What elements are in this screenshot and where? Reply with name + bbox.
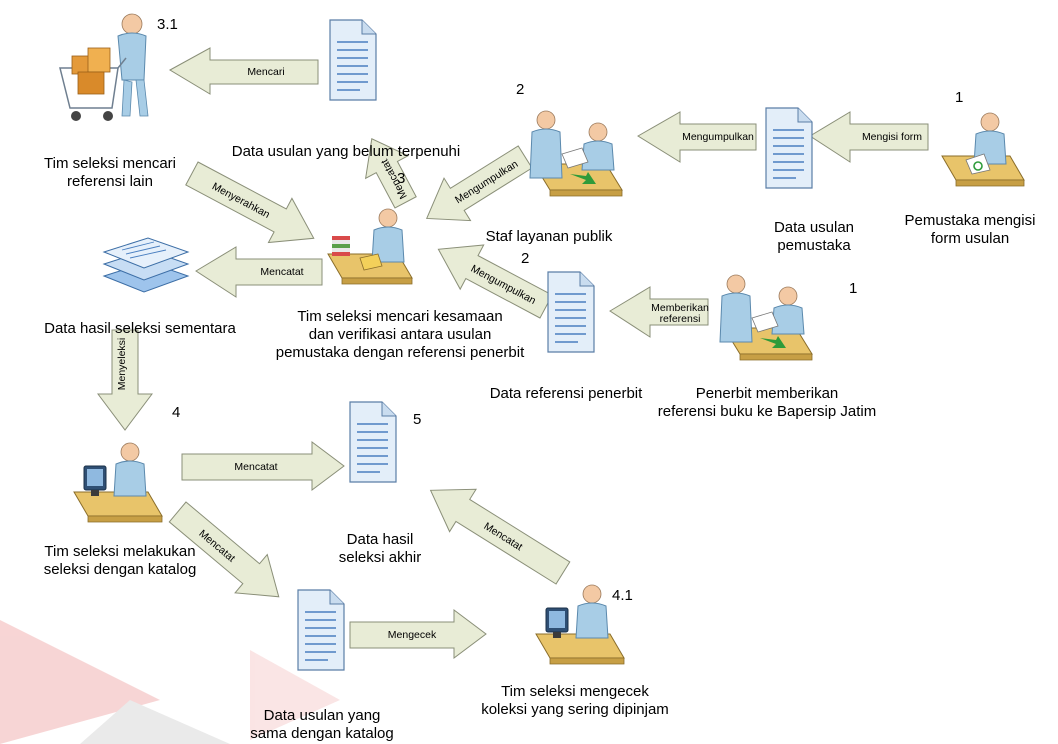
step-number-1-mid: 1 [849,280,858,297]
step-number-4-1: 4.1 [612,587,633,604]
arrow-menyeleksi: Menyeleksi [97,329,153,431]
arrow-memberikan-referensi: Memberikan referensi [609,286,709,338]
watermark-logo [0,620,340,744]
arrow-mengecek-label: Mengecek [388,629,437,641]
arrow-mencatat-up-left: Mencatat [429,488,571,585]
arrow-mengecek: Mengecek [349,609,487,659]
document-icon-usulan-pemustaka [765,107,813,189]
writer-pemustaka-icon [941,112,1025,187]
label-data-usulan-belum: Data usulan yang belum terpenuhi [231,143,461,160]
document-icon-hasil-akhir [349,401,397,483]
label-tim-kesamaan: Tim seleksi mencari kesamaan dan verifik… [275,308,525,361]
label-penerbit: Penerbit memberikan referensi buku ke Ba… [657,385,877,420]
arrow-mengumpulkan-top: Mengumpulkan [637,111,757,163]
arrow-mengumpulkan-top-label: Mengumpulkan [682,131,754,143]
arrow-mengisi-form-label: Mengisi form [862,131,922,143]
shopping-cart-person-icon [59,13,149,121]
label-data-hasil-sementara: Data hasil seleksi sementara [44,320,236,337]
computer-worker-mengecek-icon [535,584,625,665]
meeting-penerbit-icon [719,274,813,361]
arrow-mencatat-left-label: Mencatat [260,266,303,278]
arrow-mencari-label: Mencari [247,66,284,78]
document-icon-usulan-sama [297,589,345,671]
label-data-usulan-sama: Data usulan yang sama dengan katalog [250,707,394,742]
step-number-5: 5 [413,411,422,428]
arrow-mencatat-right-label: Mencatat [234,461,277,473]
arrow-mencari: Mencari [168,47,319,95]
arrow-menyerahkan: Menyerahkan [185,161,315,244]
label-tim-seleksi-mencari: Tim seleksi mencari referensi lain [44,155,176,190]
step-number-1-top: 1 [955,89,964,106]
arrow-memberikan-label-1: Memberikan [651,302,709,314]
label-staf-layanan: Staf layanan publik [485,228,613,245]
step-number-2-top: 2 [516,81,525,98]
label-tim-mengecek: Tim seleksi mengecek koleksi yang sering… [481,683,669,718]
label-pemustaka-mengisi: Pemustaka mengisi form usulan [904,212,1036,247]
verification-worker-icon [327,208,413,285]
arrow-mencatat-up: Mencatat [364,138,417,209]
computer-worker-katalog-icon [73,442,163,523]
arrow-menyeleksi-label: Menyeleksi [116,338,128,391]
arrow-mencatat-left: Mencatat [195,246,323,298]
label-data-hasil-akhir: Data hasil seleksi akhir [338,531,422,566]
step-number-3: 3 [397,170,406,187]
meeting-staff-icon [529,110,623,197]
step-number-4: 4 [172,404,181,421]
arrow-mencatat-right: Mencatat [181,441,345,491]
arrow-mengisi-form: Mengisi form [809,111,929,163]
arrow-memberikan-label-2: referensi [660,313,701,325]
step-number-2-mid: 2 [521,250,530,267]
stacked-documents-icon [102,237,190,293]
label-data-referensi-penerbit: Data referensi penerbit [489,385,643,402]
label-tim-katalog: Tim seleksi melakukan seleksi dengan kat… [43,543,197,578]
step-number-3-1: 3.1 [157,16,178,33]
document-icon-mencari [329,19,377,101]
label-data-usulan-pemustaka: Data usulan pemustaka [773,219,855,254]
